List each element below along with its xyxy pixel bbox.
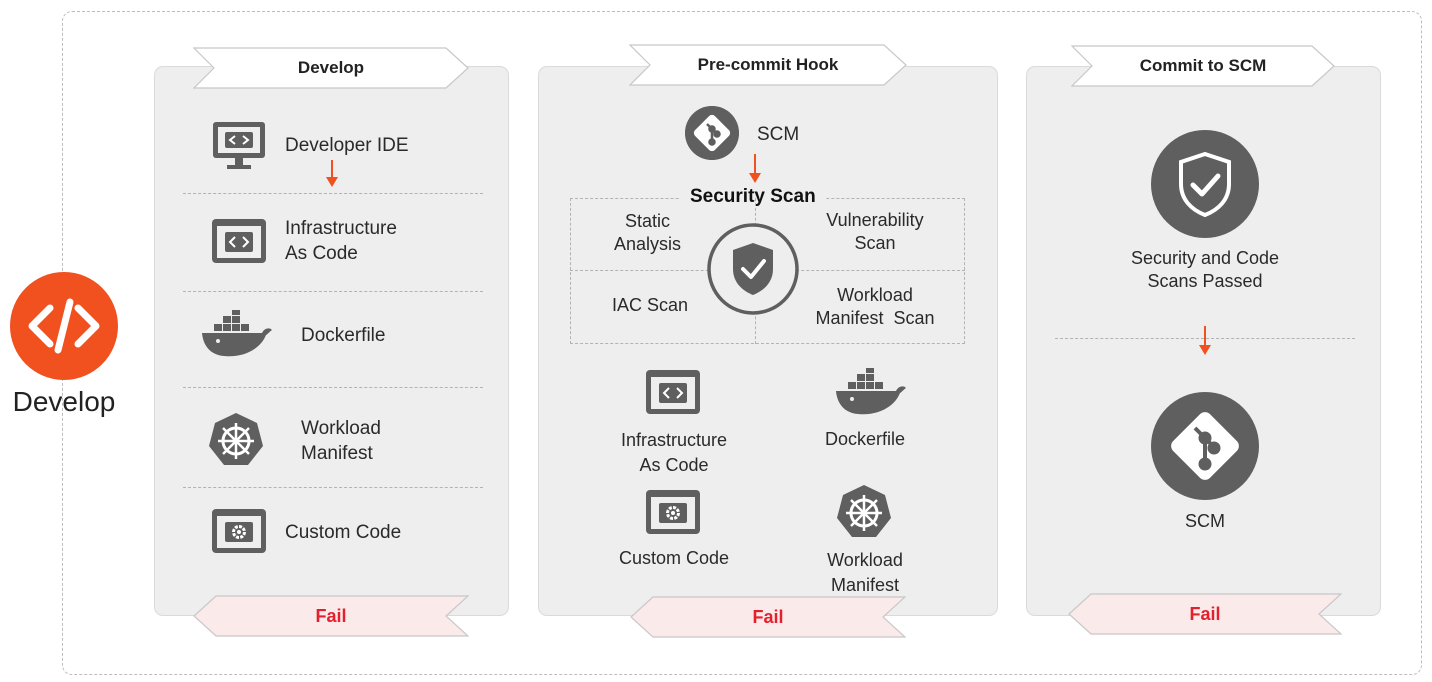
git-scm-icon bbox=[685, 106, 739, 160]
docker-whale-icon bbox=[836, 368, 906, 415]
develop-badge-label: Develop bbox=[12, 386, 116, 417]
precommit-header: Pre-commit Hook bbox=[629, 44, 907, 86]
divider bbox=[183, 193, 483, 194]
precommit-dockerfile-label: Dockerfile bbox=[824, 429, 906, 449]
precommit-iac-label: Infrastructure As Code bbox=[620, 430, 728, 475]
develop-fail-banner: Fail bbox=[193, 595, 469, 637]
scans-passed-label: Security and Code Scans Passed bbox=[1130, 248, 1280, 291]
workload-manifest-scan-label: Workload Manifest Scan bbox=[815, 285, 935, 328]
precommit-scm-label: SCM bbox=[757, 124, 800, 145]
down-arrow-icon bbox=[749, 154, 761, 183]
window-gear-icon bbox=[212, 509, 266, 553]
shield-check-icon bbox=[707, 223, 799, 315]
workload-manifest-label: Workload Manifest bbox=[301, 418, 381, 464]
divider bbox=[183, 291, 483, 292]
security-scan-title: Security Scan bbox=[680, 186, 826, 208]
precommit-custom-code-label: Custom Code bbox=[618, 548, 730, 568]
precommit-panel bbox=[538, 66, 998, 616]
precommit-fail-banner: Fail bbox=[630, 596, 906, 638]
window-code-icon bbox=[212, 219, 266, 263]
commit-fail-banner: Fail bbox=[1068, 593, 1342, 635]
static-analysis-label: Static Analysis bbox=[613, 211, 682, 254]
git-scm-icon bbox=[1151, 392, 1259, 500]
dockerfile-label: Dockerfile bbox=[301, 325, 386, 346]
iac-label: Infrastructure As Code bbox=[285, 218, 397, 264]
window-gear-icon bbox=[646, 490, 700, 534]
develop-badge bbox=[8, 270, 120, 382]
docker-whale-icon bbox=[202, 310, 272, 357]
precommit-workload-label: Workload Manifest bbox=[827, 550, 903, 595]
monitor-code-icon bbox=[213, 122, 265, 169]
shield-check-icon bbox=[1151, 130, 1259, 238]
down-arrow-icon bbox=[1199, 326, 1211, 355]
iac-scan-label: IAC Scan bbox=[611, 295, 689, 315]
divider bbox=[183, 487, 483, 488]
window-code-icon bbox=[646, 370, 700, 414]
code-icon bbox=[10, 272, 118, 380]
commit-header: Commit to SCM bbox=[1071, 45, 1335, 87]
divider bbox=[183, 387, 483, 388]
kubernetes-helm-icon bbox=[209, 413, 263, 465]
kubernetes-helm-icon bbox=[837, 485, 891, 537]
down-arrow-icon bbox=[326, 160, 338, 187]
developer-ide-label: Developer IDE bbox=[285, 135, 409, 156]
develop-header: Develop bbox=[193, 47, 469, 89]
commit-scm-label: SCM bbox=[1185, 511, 1225, 531]
vulnerability-scan-label: Vulnerability Scan bbox=[826, 210, 924, 253]
custom-code-label: Custom Code bbox=[285, 522, 402, 543]
